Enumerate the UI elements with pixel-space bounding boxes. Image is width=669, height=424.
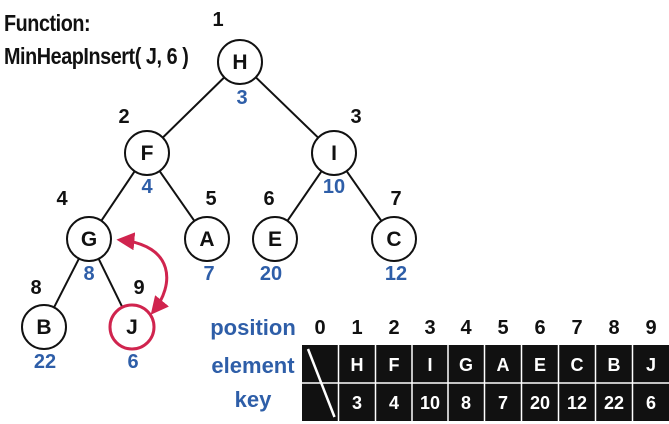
node-letter: I: [331, 142, 337, 165]
table-position-header: 0: [314, 317, 325, 339]
heap-node: A 5 7: [184, 188, 230, 285]
heap-node: H1 3: [212, 9, 263, 109]
node-circle: [184, 216, 230, 262]
table-position-header: 1: [351, 317, 362, 339]
node-circle: [21, 304, 67, 350]
table-element-cell: E: [534, 355, 546, 375]
node-circle: [217, 39, 263, 85]
node-position: 3: [350, 106, 361, 128]
node-letter: C: [386, 228, 401, 251]
tree-edge: [162, 76, 225, 139]
table-element-cell: I: [427, 355, 432, 375]
swap-arrow: [116, 232, 170, 315]
node-circle: [252, 216, 298, 262]
node-letter: F: [141, 142, 154, 165]
node-letter: G: [81, 228, 97, 251]
tree-edge: [97, 258, 124, 308]
node-key: 20: [260, 263, 282, 285]
table-position-header: 8: [608, 317, 619, 339]
heap-node: B 8 22: [21, 277, 67, 373]
node-key: 10: [323, 176, 345, 198]
node-position: 9: [133, 277, 144, 299]
table-key-cell: 4: [389, 393, 399, 413]
heap-node: C 7 12: [371, 188, 417, 285]
node-position: 4: [56, 188, 68, 210]
table-position-header: 4: [460, 317, 472, 339]
table-element-cell: G: [459, 355, 473, 375]
node-position: 6: [263, 188, 274, 210]
function-label: Function:: [4, 10, 91, 36]
table-element-cell: H: [351, 355, 364, 375]
node-circle: [124, 130, 170, 176]
table-element-cell: B: [608, 355, 621, 375]
table-key-cell: 7: [498, 393, 508, 413]
node-position: 2: [118, 106, 129, 128]
table-position-header: 2: [388, 317, 399, 339]
table-key-cell: 3: [352, 393, 362, 413]
table-position-header: 6: [534, 317, 545, 339]
table-element-cell: F: [389, 355, 400, 375]
table-position-header: 9: [645, 317, 656, 339]
node-position: 5: [205, 188, 216, 210]
node-key: 6: [127, 351, 138, 373]
node-circle: [311, 130, 357, 176]
node-circle: [66, 216, 112, 262]
row-label-key: key: [235, 387, 272, 412]
tree-edge: [286, 170, 323, 222]
heap-node: E 6 20: [252, 188, 298, 285]
node-letter: J: [126, 316, 138, 339]
tree-edge: [158, 170, 196, 222]
node-circle: [108, 303, 156, 351]
node-key: 3: [236, 87, 247, 109]
table-key-cell: 22: [604, 393, 624, 413]
function-call: MinHeapInsert( J, 6 ): [4, 43, 189, 69]
node-key: 12: [385, 263, 407, 285]
row-label-position: position: [210, 315, 296, 340]
tree-edge: [53, 258, 80, 308]
heap-node: I3 10: [311, 106, 362, 198]
row-label-element: element: [211, 353, 295, 378]
node-position: 7: [390, 188, 401, 210]
node-key: 7: [203, 263, 214, 285]
table-key-cell: 20: [530, 393, 550, 413]
node-letter: E: [268, 228, 282, 251]
table-key-cell: 10: [420, 393, 440, 413]
node-key: 8: [83, 263, 94, 285]
tree-edge: [100, 170, 136, 222]
table-key-cell: 12: [567, 393, 587, 413]
node-position: 1: [212, 9, 223, 31]
heap-node: J 9 6: [108, 277, 156, 373]
table-key-cell: 6: [646, 393, 656, 413]
heap-node: F2 4: [118, 106, 170, 198]
table-position-header: 5: [497, 317, 508, 339]
node-key: 22: [34, 351, 56, 373]
node-key: 4: [141, 176, 153, 198]
node-circle: [371, 216, 417, 262]
empty-slot-slash: [306, 348, 336, 418]
tree-edge: [255, 76, 319, 139]
table-element-cell: C: [571, 355, 584, 375]
table-element-cell: A: [497, 355, 510, 375]
table-position-header: 3: [424, 317, 435, 339]
tree-edge: [345, 170, 383, 222]
node-letter: H: [232, 51, 247, 74]
table-position-header: 7: [571, 317, 582, 339]
node-letter: A: [199, 228, 214, 251]
node-letter: B: [36, 316, 51, 339]
table-key-cell: 8: [461, 393, 471, 413]
heap-node: G4 8: [56, 188, 112, 285]
node-position: 8: [30, 277, 41, 299]
table-element-cell: J: [646, 355, 656, 375]
